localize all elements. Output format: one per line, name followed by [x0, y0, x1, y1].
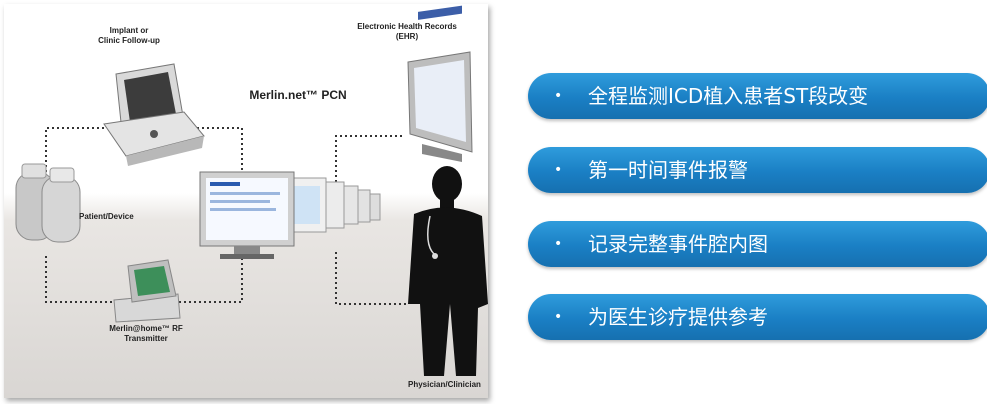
- connection-lines: [45, 127, 409, 305]
- pcn-title: Merlin.net™ PCN: [249, 88, 347, 102]
- bullet-pill-4: • 为医生诊疗提供参考: [528, 294, 987, 340]
- patient-device-label: Patient/Device: [79, 212, 134, 221]
- bullet-text: 第一时间事件报警: [588, 158, 748, 182]
- physician-silhouette: [408, 166, 488, 376]
- connector-implant-pcn: [182, 127, 243, 174]
- ehr-monitor: [407, 5, 473, 162]
- connector-transmitter-pcn: [179, 256, 243, 303]
- bullet-pill-3: • 记录完整事件腔内图: [528, 221, 987, 267]
- bullet-text: 记录完整事件腔内图: [588, 232, 768, 256]
- connector-patient-transmitter: [45, 256, 114, 303]
- programmer-device: [103, 63, 205, 166]
- pcn-monitors: [199, 171, 381, 259]
- connector-pcn-physician: [335, 252, 409, 305]
- transmitter-device: [113, 259, 181, 323]
- bullet-marker: •: [554, 309, 563, 325]
- connector-ehr-pcn: [335, 135, 402, 202]
- ehr-label: Electronic Health Records(EHR): [357, 22, 457, 41]
- icd-devices: [15, 163, 81, 243]
- physician-label: Physician/Clinician: [408, 380, 481, 389]
- diagram-graphics: [15, 5, 488, 376]
- bullet-text: 全程监测ICD植入患者ST段改变: [588, 84, 869, 108]
- bullet-pill-1: • 全程监测ICD植入患者ST段改变: [528, 73, 987, 119]
- bullet-marker: •: [554, 236, 563, 252]
- connector-implant-patient: [45, 127, 109, 172]
- bullet-pill-2: • 第一时间事件报警: [528, 147, 987, 193]
- bullet-marker: •: [554, 162, 563, 178]
- bullet-text: 为医生诊疗提供参考: [588, 305, 768, 329]
- bullet-marker: •: [554, 88, 563, 104]
